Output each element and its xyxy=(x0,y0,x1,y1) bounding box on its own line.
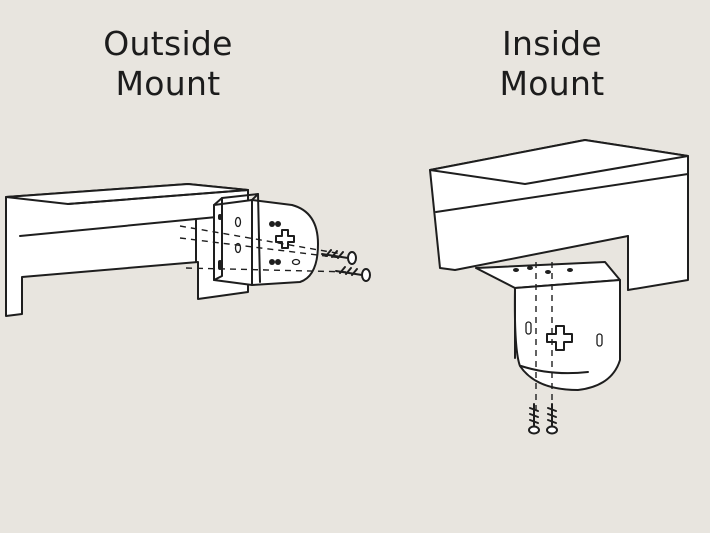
outside-screw-upper xyxy=(321,249,357,265)
inside-screw-left xyxy=(528,403,540,435)
inside-window-frame xyxy=(429,139,689,291)
outside-alignment-lines xyxy=(179,225,351,273)
outside-mount-heading-line2: Mount xyxy=(115,64,221,103)
inside-mount-heading: Inside Mount xyxy=(452,24,652,104)
outside-mount-heading-line1: Outside xyxy=(103,24,233,63)
outside-mount-heading: Outside Mount xyxy=(68,24,268,104)
outside-window-frame xyxy=(5,183,249,317)
inside-alignment-lines xyxy=(535,262,553,410)
outside-screw-lower xyxy=(335,266,371,282)
outside-mount-illustration xyxy=(5,183,371,317)
inside-mount-heading-line2: Mount xyxy=(499,64,605,103)
outside-bracket xyxy=(213,193,319,286)
inside-screw-right xyxy=(546,403,558,435)
inside-mount-illustration xyxy=(429,139,689,435)
inside-mount-heading-line1: Inside xyxy=(501,24,603,63)
inside-bracket xyxy=(475,261,621,391)
